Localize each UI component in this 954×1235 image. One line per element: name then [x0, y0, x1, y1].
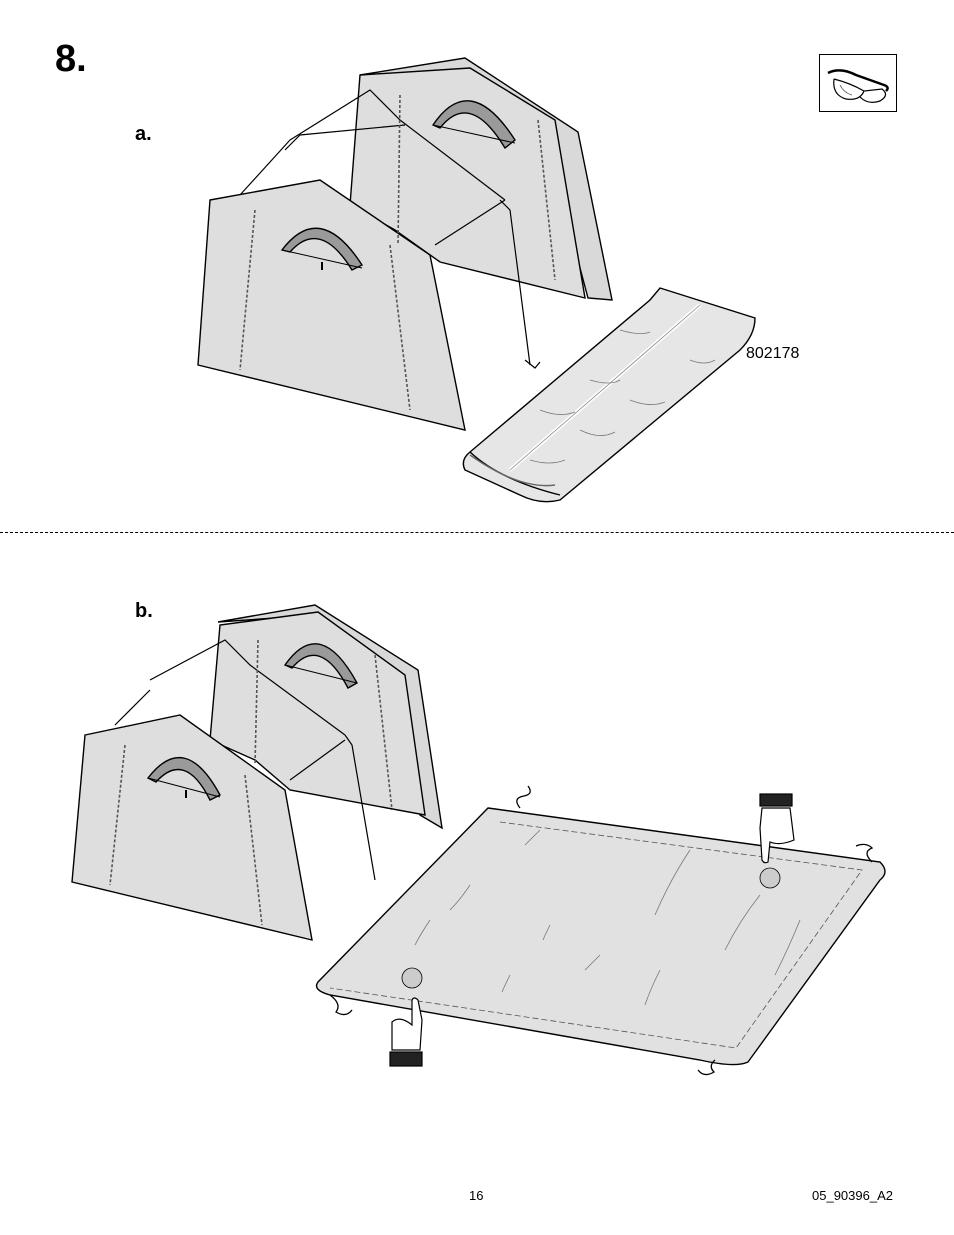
- page-number: 16: [469, 1188, 483, 1203]
- document-code: 05_90396_A2: [812, 1188, 893, 1203]
- shelter-illustration-b: [72, 605, 442, 940]
